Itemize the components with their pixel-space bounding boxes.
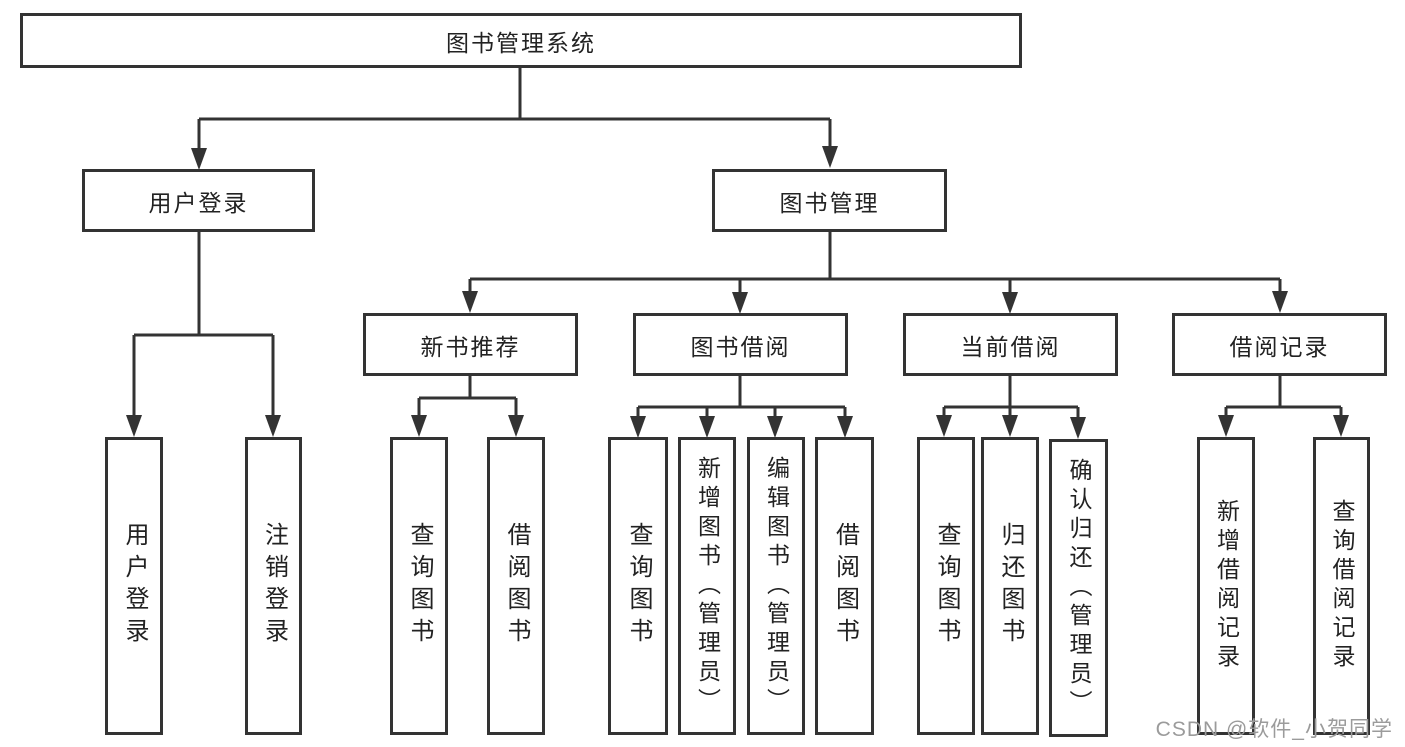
leaf-add-borrow-record: 新增借阅记录	[1197, 437, 1255, 735]
leaf-label: 新增图书（管理员）	[694, 455, 721, 717]
leaf-label: 归还图书	[997, 522, 1024, 650]
node-current-borrow: 当前借阅	[903, 313, 1118, 376]
leaf-label: 查询图书	[933, 522, 960, 650]
node-label: 当前借阅	[960, 333, 1061, 360]
arrowheads	[126, 146, 1349, 439]
leaf-add-books-admin: 新增图书（管理员）	[678, 437, 736, 735]
leaf-label: 查询图书	[625, 522, 652, 650]
leaf-query-borrow-record: 查询借阅记录	[1313, 437, 1370, 735]
node-borrow-records: 借阅记录	[1172, 313, 1387, 376]
leaf-logout: 注销登录	[245, 437, 302, 735]
leaf-borrow-books-1: 借阅图书	[487, 437, 545, 735]
node-label: 图书管理	[779, 189, 880, 216]
node-new-book-recommend: 新书推荐	[363, 313, 578, 376]
node-library-management-system: 图书管理系统	[20, 13, 1022, 68]
leaf-label: 借阅图书	[831, 522, 859, 650]
leaf-user-login: 用户登录	[105, 437, 163, 735]
leaf-borrow-books-2: 借阅图书	[815, 437, 874, 735]
leaf-edit-books-admin: 编辑图书（管理员）	[747, 437, 805, 735]
node-label: 图书管理系统	[446, 29, 596, 56]
node-label: 图书借阅	[690, 333, 791, 360]
leaf-return-books: 归还图书	[981, 437, 1039, 735]
node-label: 用户登录	[148, 189, 249, 216]
leaf-label: 用户登录	[121, 522, 148, 650]
node-user-login: 用户登录	[82, 169, 315, 232]
leaf-confirm-return-admin: 确认归还（管理员）	[1049, 439, 1108, 737]
leaf-label: 查询图书	[406, 522, 433, 650]
leaf-query-books-3: 查询图书	[917, 437, 975, 735]
node-book-management: 图书管理	[712, 169, 947, 232]
leaf-query-books-2: 查询图书	[608, 437, 668, 735]
leaf-label: 确认归还（管理员）	[1066, 457, 1092, 719]
leaf-label: 新增借阅记录	[1213, 499, 1240, 673]
leaf-label: 借阅图书	[503, 522, 530, 650]
leaf-query-books-1: 查询图书	[390, 437, 448, 735]
leaf-label: 注销登录	[260, 522, 288, 650]
node-label: 借阅记录	[1229, 333, 1330, 360]
csdn-watermark: CSDN @软件_小贺同学	[1155, 718, 1393, 741]
leaf-label: 查询借阅记录	[1329, 499, 1355, 673]
node-label: 新书推荐	[420, 333, 521, 360]
leaf-label: 编辑图书（管理员）	[763, 455, 790, 717]
node-book-borrow: 图书借阅	[633, 313, 848, 376]
